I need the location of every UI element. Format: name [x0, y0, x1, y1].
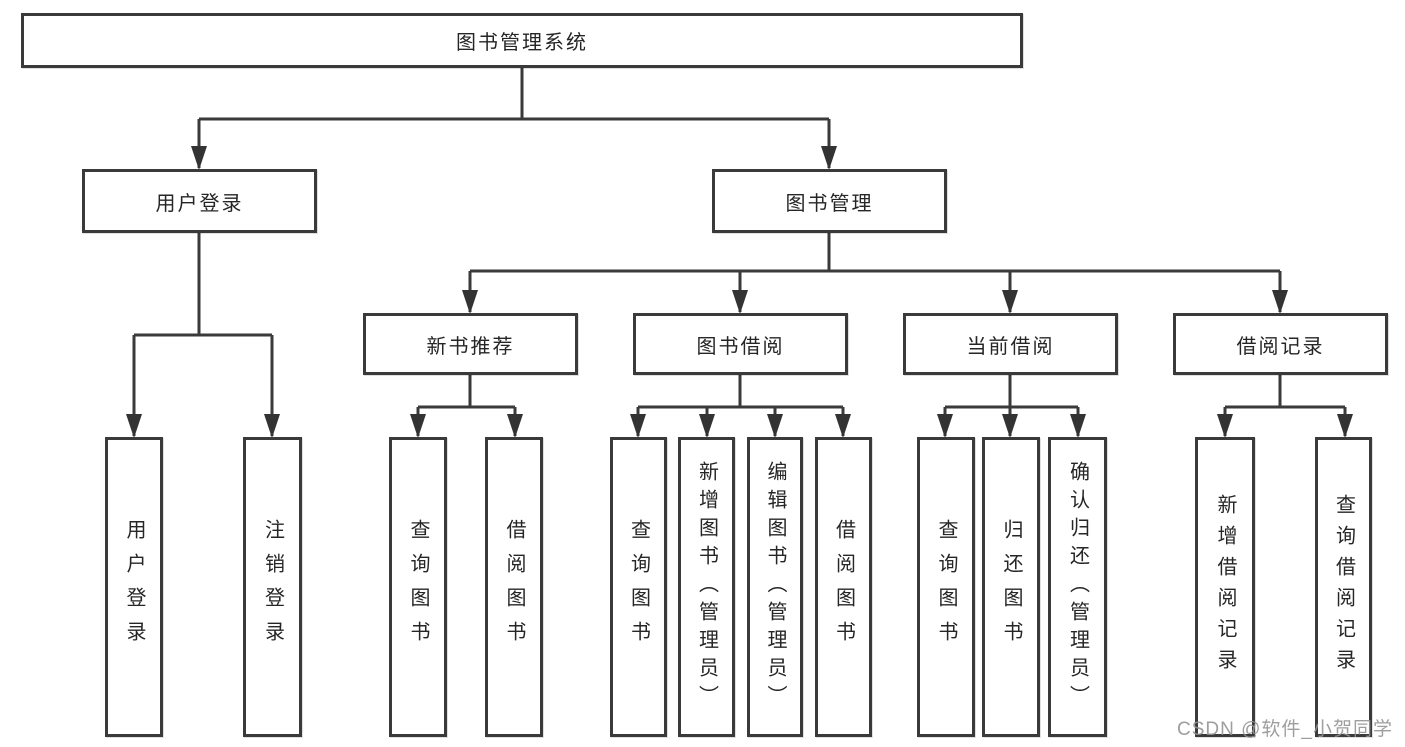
leaf-add-book-admin: 新增图书（管理员） — [678, 437, 735, 737]
leaf-user-login-label: 用户登录 — [123, 519, 145, 655]
leaf-borrow-book-label: 借阅图书 — [832, 519, 855, 655]
leaf-newbook-borrow-label: 借阅图书 — [503, 519, 525, 655]
node-root-label: 图书管理系统 — [456, 32, 588, 54]
leaf-newbook-borrow: 借阅图书 — [485, 437, 543, 737]
node-book-management: 图书管理 — [712, 169, 947, 233]
arrowheads — [126, 146, 1353, 438]
leaf-edit-book-admin-label: 编辑图书（管理员） — [764, 461, 786, 713]
leaf-user-login: 用户登录 — [105, 437, 163, 737]
leaf-newbook-query: 查询图书 — [389, 437, 447, 737]
leaf-return-book: 归还图书 — [982, 437, 1040, 737]
leaf-current-query-label: 查询图书 — [935, 519, 957, 655]
connector-borrow-record-leaves — [1223, 375, 1347, 436]
node-book-management-label: 图书管理 — [785, 192, 874, 215]
leaf-return-book-label: 归还图书 — [1000, 519, 1022, 655]
node-new-book-recommend-label: 新书推荐 — [426, 335, 515, 358]
node-borrow-record: 借阅记录 — [1173, 313, 1388, 375]
leaf-add-borrow-record: 新增借阅记录 — [1195, 437, 1255, 737]
leaf-confirm-return-admin-label: 确认归还（管理员） — [1066, 461, 1089, 713]
connector-new-book-leaves — [416, 375, 517, 436]
node-borrow-record-label: 借阅记录 — [1236, 335, 1325, 358]
leaf-newbook-query-label: 查询图书 — [407, 519, 429, 655]
leaf-borrow-query: 查询图书 — [610, 437, 667, 737]
connector-root-to-level2 — [197, 68, 831, 168]
connector-book-mgmt-level3 — [468, 233, 1282, 312]
leaf-edit-book-admin: 编辑图书（管理员） — [747, 437, 803, 737]
leaf-borrow-query-label: 查询图书 — [627, 519, 650, 655]
leaf-logout: 注销登录 — [243, 437, 302, 737]
connector-book-borrow-leaves — [636, 375, 845, 436]
node-current-borrow-label: 当前借阅 — [966, 335, 1055, 358]
leaf-logout-label: 注销登录 — [261, 519, 284, 655]
node-root-system: 图书管理系统 — [21, 13, 1023, 68]
leaf-current-query: 查询图书 — [917, 437, 975, 737]
node-book-borrow: 图书借阅 — [633, 313, 848, 375]
csdn-watermark: CSDN @软件_小贺同学 — [1177, 719, 1393, 740]
leaf-confirm-return-admin: 确认归还（管理员） — [1048, 437, 1107, 737]
node-user-login: 用户登录 — [82, 169, 317, 233]
node-current-borrow: 当前借阅 — [903, 313, 1118, 375]
leaf-add-borrow-record-label: 新增借阅记录 — [1214, 494, 1236, 680]
leaf-query-borrow-record-label: 查询借阅记录 — [1332, 494, 1355, 680]
node-book-borrow-label: 图书借阅 — [696, 335, 785, 358]
node-new-book-recommend: 新书推荐 — [363, 313, 578, 375]
node-user-login-label: 用户登录 — [155, 192, 244, 215]
leaf-borrow-book: 借阅图书 — [815, 437, 872, 737]
leaf-add-book-admin-label: 新增图书（管理员） — [695, 461, 718, 713]
leaf-query-borrow-record: 查询借阅记录 — [1315, 437, 1372, 737]
connector-user-login-leaves — [132, 233, 274, 436]
